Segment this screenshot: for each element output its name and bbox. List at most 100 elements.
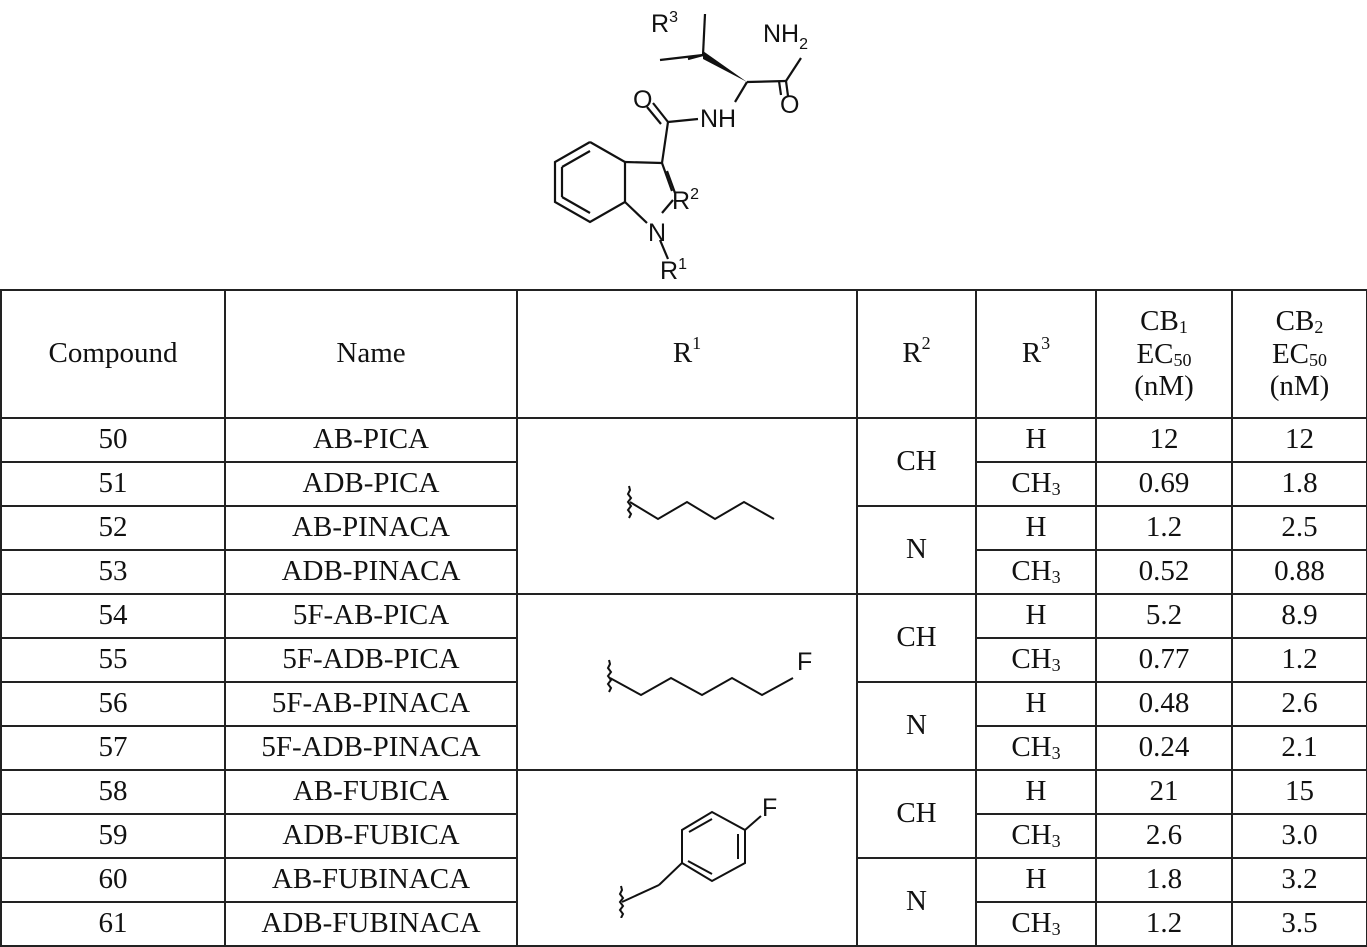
- r1-substituent-structure: [516, 417, 858, 595]
- compound-number: 50: [0, 417, 226, 463]
- cb1-ec50-value: 1.2: [1095, 505, 1233, 551]
- cb2-ec50-value: 2.6: [1231, 681, 1367, 727]
- cb2-ec50-value: 15: [1231, 769, 1367, 815]
- benzyl-ch2-bond: [621, 884, 660, 903]
- header-cb1-ec50: CB1 EC50 (nM): [1095, 289, 1233, 419]
- pentyl-chain: [629, 500, 775, 521]
- core-structure-diagram: R3 NH2 O O NH R2 N R1: [553, 9, 808, 285]
- r3-value: H: [975, 505, 1097, 551]
- r3-value: CH3: [975, 461, 1097, 507]
- compound-name: ADB-PICA: [224, 461, 518, 507]
- fluorine-label: F: [762, 798, 777, 822]
- cb1-ec50-value: 0.24: [1095, 725, 1233, 771]
- cb2-ec50-value: 3.2: [1231, 857, 1367, 903]
- wedge-bond: [703, 51, 747, 82]
- r3-value: H: [975, 769, 1097, 815]
- compound-number: 56: [0, 681, 226, 727]
- compound-name: 5F-AB-PINACA: [224, 681, 518, 727]
- compound-name: ADB-FUBICA: [224, 813, 518, 859]
- compound-activity-table: Compound Name R1 R2 R3 CB1 EC50 (nM) CB2…: [0, 289, 1367, 947]
- cb1-ec50-value: 12: [1095, 417, 1233, 463]
- r2-value: CH: [856, 769, 977, 859]
- cb2-ec50-value: 3.5: [1231, 901, 1367, 947]
- nh2-label: NH2: [763, 20, 808, 53]
- r3-value: CH3: [975, 637, 1097, 683]
- cb1-ec50-value: 2.6: [1095, 813, 1233, 859]
- attachment-wavy-bond: [618, 885, 625, 918]
- r2-value: CH: [856, 593, 977, 683]
- cb1-ec50-value: 1.8: [1095, 857, 1233, 903]
- compound-name: AB-PICA: [224, 417, 518, 463]
- r2-value: CH: [856, 417, 977, 507]
- carbonyl-oxygen-label: O: [633, 86, 652, 114]
- table-header-row: Compound Name R1 R2 R3 CB1 EC50 (nM) CB2…: [0, 289, 1367, 419]
- cb2-ec50-value: 1.8: [1231, 461, 1367, 507]
- compound-number: 60: [0, 857, 226, 903]
- indole-nitrogen-label: N: [648, 219, 666, 247]
- r3-value: CH3: [975, 725, 1097, 771]
- structure-labels: R3 NH2 O O NH R2 N R1: [633, 9, 808, 285]
- header-name: Name: [224, 289, 518, 419]
- cb2-ec50-value: 3.0: [1231, 813, 1367, 859]
- header-cb2-ec50: CB2 EC50 (nM): [1231, 289, 1367, 419]
- compound-number: 55: [0, 637, 226, 683]
- compound-name: AB-PINACA: [224, 505, 518, 551]
- cb2-ec50-value: 1.2: [1231, 637, 1367, 683]
- header-r1: R1: [516, 289, 858, 419]
- cb2-ec50-value: 12: [1231, 417, 1367, 463]
- r3-value: CH3: [975, 549, 1097, 595]
- r3-value: H: [975, 593, 1097, 639]
- attachment-wavy-bond: [606, 659, 613, 693]
- compound-name: 5F-ADB-PICA: [224, 637, 518, 683]
- r3-value: H: [975, 857, 1097, 903]
- r3-value: H: [975, 417, 1097, 463]
- cb1-ec50-value: 0.69: [1095, 461, 1233, 507]
- cb1-ec50-value: 0.77: [1095, 637, 1233, 683]
- r3-value: CH3: [975, 901, 1097, 947]
- attachment-wavy-bond: [626, 485, 633, 519]
- compound-name: ADB-FUBINACA: [224, 901, 518, 947]
- cb1-ec50-value: 0.48: [1095, 681, 1233, 727]
- cb2-ec50-value: 2.1: [1231, 725, 1367, 771]
- fluoropentyl-chain: [609, 676, 794, 697]
- header-r2: R2: [856, 289, 977, 419]
- cb1-ec50-value: 1.2: [1095, 901, 1233, 947]
- compound-number: 54: [0, 593, 226, 639]
- compound-name: ADB-PINACA: [224, 549, 518, 595]
- cb2-ec50-value: 2.5: [1231, 505, 1367, 551]
- structure-bonds: [553, 13, 802, 260]
- compound-number: 51: [0, 461, 226, 507]
- amide-oxygen-label: O: [780, 91, 799, 119]
- r1-label: R1: [660, 256, 687, 285]
- cb1-ec50-value: 5.2: [1095, 593, 1233, 639]
- r1-substituent-structure: F: [516, 593, 858, 771]
- r2-value: N: [856, 505, 977, 595]
- r1-substituent-structure: F: [516, 769, 858, 947]
- compound-number: 53: [0, 549, 226, 595]
- fluorine-label: F: [797, 648, 812, 676]
- nh-label: NH: [700, 105, 736, 133]
- compound-name: 5F-AB-PICA: [224, 593, 518, 639]
- cb2-ec50-value: 0.88: [1231, 549, 1367, 595]
- r2-value: N: [856, 857, 977, 947]
- r3-value: H: [975, 681, 1097, 727]
- fluorophenyl-ring: [658, 810, 746, 886]
- compound-number: 59: [0, 813, 226, 859]
- header-compound: Compound: [0, 289, 226, 419]
- compound-number: 61: [0, 901, 226, 947]
- compound-name: 5F-ADB-PINACA: [224, 725, 518, 771]
- r3-label: R3: [651, 9, 678, 38]
- r2-label: R2: [672, 186, 699, 215]
- compound-number: 52: [0, 505, 226, 551]
- compound-number: 57: [0, 725, 226, 771]
